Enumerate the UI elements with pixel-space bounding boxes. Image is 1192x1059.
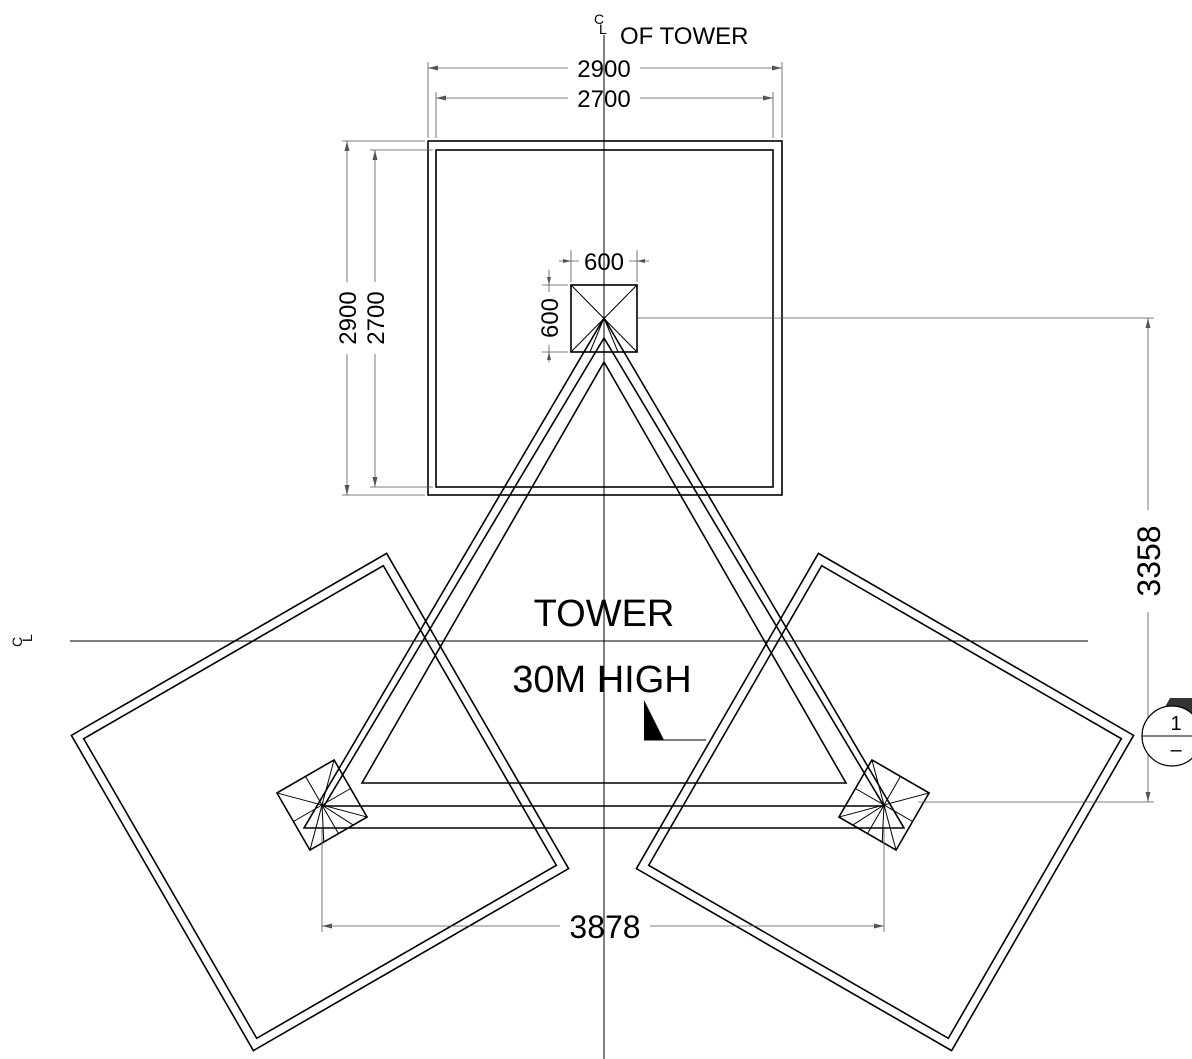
- dim-left-outer-height: [342, 140, 425, 496]
- section-marker-number: 1: [1170, 713, 1181, 735]
- dim-vertical-offset: [638, 317, 1154, 803]
- tie-beam-triangle: [302, 316, 906, 829]
- section-marker-sheet: –: [1170, 739, 1182, 761]
- top-pedestal: [570, 284, 638, 353]
- dim-top-outer-width-label: 2900: [577, 56, 630, 83]
- centerline-symbol-left: C L: [9, 634, 35, 647]
- tower-label: TOWER: [534, 593, 675, 635]
- dim-pedestal-height: [542, 270, 568, 362]
- dim-left-inner-height: [370, 149, 433, 488]
- dim-left-inner-height-label: 2700: [363, 291, 390, 344]
- bottom-right-pedestal: [837, 758, 931, 852]
- dim-top-outer-width: [427, 62, 783, 138]
- dim-pedestal-width: [559, 250, 649, 282]
- svg-text:L: L: [599, 21, 607, 37]
- dim-leg-spacing-label: 3878: [569, 909, 640, 945]
- dim-vertical-offset-label: 3358: [1131, 525, 1167, 596]
- bottom-right-footing: [635, 552, 1135, 1052]
- centerline-symbol-top: C L: [594, 11, 607, 37]
- svg-text:L: L: [19, 634, 35, 642]
- level-marker-icon: [644, 700, 706, 741]
- dim-top-inner-width-label: 2700: [577, 86, 630, 113]
- centerline-label: OF TOWER: [620, 23, 748, 50]
- height-label: 30M HIGH: [512, 659, 691, 701]
- dim-left-outer-height-label: 2900: [335, 291, 362, 344]
- dim-top-inner-width: [435, 92, 774, 138]
- dim-pedestal-width-label: 600: [584, 249, 624, 276]
- bottom-left-pedestal: [275, 758, 369, 852]
- svg-text:C: C: [9, 637, 25, 647]
- dim-leg-spacing: [321, 828, 885, 932]
- section-marker-icon: [1141, 698, 1192, 767]
- dim-pedestal-height-label: 600: [537, 298, 564, 338]
- top-footing-inner: [435, 149, 774, 488]
- bottom-left-footing: [70, 552, 570, 1052]
- svg-text:C: C: [594, 11, 604, 27]
